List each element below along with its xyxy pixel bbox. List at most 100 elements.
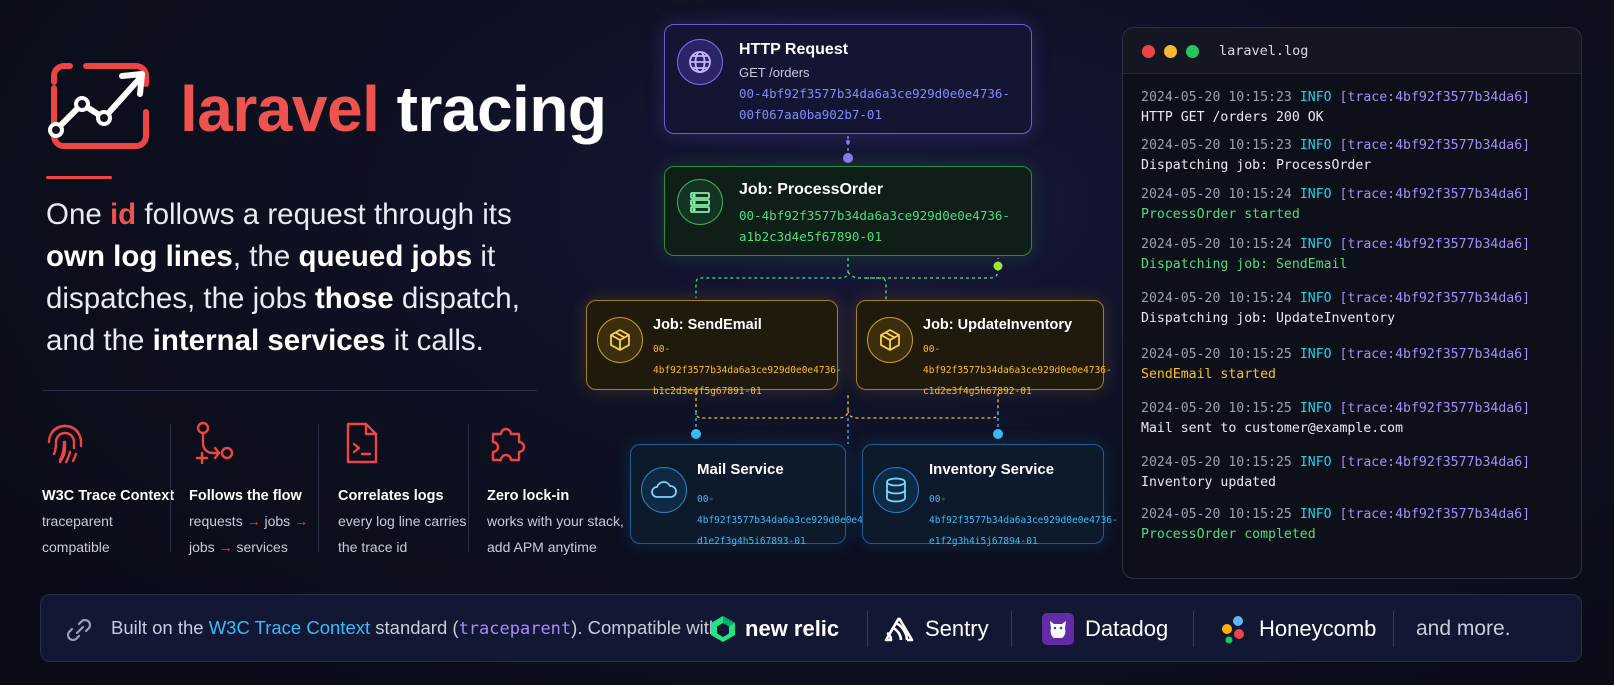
- log-level: INFO: [1299, 138, 1332, 153]
- node-title: Job: SendEmail: [653, 317, 762, 333]
- node-trace-id: 00-4bf92f3577b34da6a3ce929d0e0e4736-e1f2…: [929, 494, 1118, 547]
- box-icon: [867, 317, 913, 363]
- flow-icon: [195, 421, 234, 465]
- log-trace: [trace:4bf92f3577b34da6]: [1339, 455, 1531, 470]
- node-http-request: HTTP Request GET /orders 00-4bf92f3577b3…: [664, 24, 1032, 134]
- vendor-newrelic: new relic: [709, 609, 839, 649]
- logo-icon: [48, 63, 149, 149]
- database-icon: [873, 467, 919, 513]
- cloud-icon: [641, 467, 687, 513]
- node-title: Inventory Service: [929, 461, 1055, 478]
- footer-text: Built on the W3C Trace Context standard …: [111, 617, 720, 639]
- log-window: laravel.log 2024-05-20 10:15:23 INFO [tr…: [1122, 27, 1582, 579]
- log-trace: [trace:4bf92f3577b34da6]: [1339, 187, 1531, 202]
- tagline-id: id: [109, 198, 137, 231]
- vendor-separator: [1011, 611, 1012, 647]
- node-trace-id: 00-4bf92f3577b34da6a3ce929d0e0e4736-d1e2…: [697, 494, 886, 547]
- node-job-sendemail: Job: SendEmail 00-4bf92f3577b34da6a3ce92…: [586, 300, 842, 397]
- node-job-processorder: Job: ProcessOrder 00-4bf92f3577b34da6a3c…: [664, 166, 1032, 256]
- node-trace-id: 00-4bf92f3577b34da6a3ce929d0e0e4736-c1d2…: [923, 344, 1112, 397]
- sentry-icon: [884, 617, 914, 642]
- log-timestamp: 2024-05-20 10:15:25: [1141, 347, 1292, 362]
- link-icon: [66, 618, 92, 642]
- node-title: Job: ProcessOrder: [739, 181, 884, 198]
- log-level: INFO: [1299, 291, 1332, 306]
- brand-word-laravel: laravel: [180, 73, 380, 145]
- feature-lockin: Zero lock-in works with your stack,add A…: [487, 420, 635, 560]
- log-message: Mail sent to customer@example.com: [1141, 421, 1404, 436]
- log-timestamp: 2024-05-20 10:15:25: [1141, 401, 1292, 416]
- log-entry: 2024-05-20 10:15:25 INFO [trace:4bf92f35…: [1141, 455, 1530, 490]
- log-entry: 2024-05-20 10:15:25 INFO [trace:4bf92f35…: [1141, 401, 1530, 436]
- log-timestamp: 2024-05-20 10:15:23: [1141, 138, 1292, 153]
- log-level: INFO: [1299, 187, 1332, 202]
- log-trace: [trace:4bf92f3577b34da6]: [1339, 507, 1531, 522]
- log-message: Dispatching job: ProcessOrder: [1141, 158, 1372, 173]
- log-window-titlebar: laravel.log: [1123, 28, 1581, 74]
- vendor-separator: [1393, 611, 1394, 647]
- feature-separator: [468, 424, 469, 552]
- brand-title: laravel tracing: [180, 72, 607, 146]
- footer-standard: W3C Trace Context: [208, 617, 371, 638]
- log-entry: 2024-05-20 10:15:25 INFO [trace:4bf92f35…: [1141, 507, 1530, 542]
- log-level: INFO: [1299, 347, 1332, 362]
- maximize-dot[interactable]: [1186, 45, 1199, 58]
- log-timestamp: 2024-05-20 10:15:24: [1141, 187, 1292, 202]
- divider: [42, 390, 537, 391]
- log-timestamp: 2024-05-20 10:15:24: [1141, 291, 1292, 306]
- log-entry: 2024-05-20 10:15:23 INFO [trace:4bf92f35…: [1141, 90, 1530, 125]
- log-timestamp: 2024-05-20 10:15:24: [1141, 237, 1292, 252]
- log-message: SendEmail started: [1141, 367, 1276, 382]
- globe-icon: [677, 39, 723, 85]
- node-job-updateinventory: Job: UpdateInventory 00-4bf92f3577b34da6…: [856, 300, 1112, 397]
- feature-flow: Follows the flow requests → jobs →jobs →…: [189, 420, 337, 560]
- log-entry: 2024-05-20 10:15:23 INFO [trace:4bf92f35…: [1141, 138, 1530, 173]
- box-icon: [597, 317, 643, 363]
- node-trace-id: 00-4bf92f3577b34da6a3ce929d0e0e4736-a1b2…: [739, 208, 1010, 244]
- brand-word-tracing: tracing: [396, 73, 607, 145]
- log-trace: [trace:4bf92f3577b34da6]: [1339, 291, 1531, 306]
- minimize-dot[interactable]: [1164, 45, 1177, 58]
- node-trace-id: 00-4bf92f3577b34da6a3ce929d0e0e4736-b1c2…: [653, 344, 842, 397]
- accent-rule: [46, 176, 112, 179]
- footer-code: traceparent: [458, 619, 572, 639]
- log-timestamp: 2024-05-20 10:15:25: [1141, 455, 1292, 470]
- tagline: One id follows a request through its own…: [46, 198, 520, 357]
- puzzle-icon: [491, 427, 526, 462]
- log-level: INFO: [1299, 401, 1332, 416]
- log-timestamp: 2024-05-20 10:15:23: [1141, 90, 1292, 105]
- node-inventory-service: Inventory Service 00-4bf92f3577b34da6a3c…: [862, 444, 1118, 547]
- node-title: Mail Service: [697, 461, 784, 478]
- log-file-icon: [346, 422, 378, 464]
- feature-title: Follows the flow: [189, 488, 302, 504]
- log-entry: 2024-05-20 10:15:25 INFO [trace:4bf92f35…: [1141, 347, 1530, 382]
- node-title: HTTP Request: [739, 41, 849, 58]
- log-timestamp: 2024-05-20 10:15:25: [1141, 507, 1292, 522]
- newrelic-icon: [711, 616, 735, 642]
- log-message: ProcessOrder completed: [1141, 527, 1316, 542]
- node-title: Job: UpdateInventory: [923, 317, 1073, 333]
- vendor-separator: [1193, 611, 1194, 647]
- log-message: Dispatching job: SendEmail: [1141, 257, 1348, 272]
- vendor-more: and more.: [1416, 617, 1511, 640]
- feature-separator: [170, 424, 171, 552]
- vendor-honeycomb: Honeycomb: [1219, 609, 1376, 649]
- feature-desc: requests → jobs →jobs → services: [189, 513, 309, 555]
- feature-separator: [318, 424, 319, 552]
- log-trace: [trace:4bf92f3577b34da6]: [1339, 90, 1531, 105]
- log-message: ProcessOrder started: [1141, 207, 1300, 222]
- vendor-separator: [867, 611, 868, 647]
- log-entry: 2024-05-20 10:15:24 INFO [trace:4bf92f35…: [1141, 291, 1530, 326]
- feature-title: Correlates logs: [338, 488, 444, 504]
- close-dot[interactable]: [1142, 45, 1155, 58]
- node-mail-service: Mail Service 00-4bf92f3577b34da6a3ce929d…: [630, 444, 886, 547]
- log-trace: [trace:4bf92f3577b34da6]: [1339, 138, 1531, 153]
- log-level: INFO: [1299, 90, 1332, 105]
- feature-desc: works with your stack,add APM anytime: [487, 513, 624, 555]
- datadog-icon: [1042, 613, 1074, 645]
